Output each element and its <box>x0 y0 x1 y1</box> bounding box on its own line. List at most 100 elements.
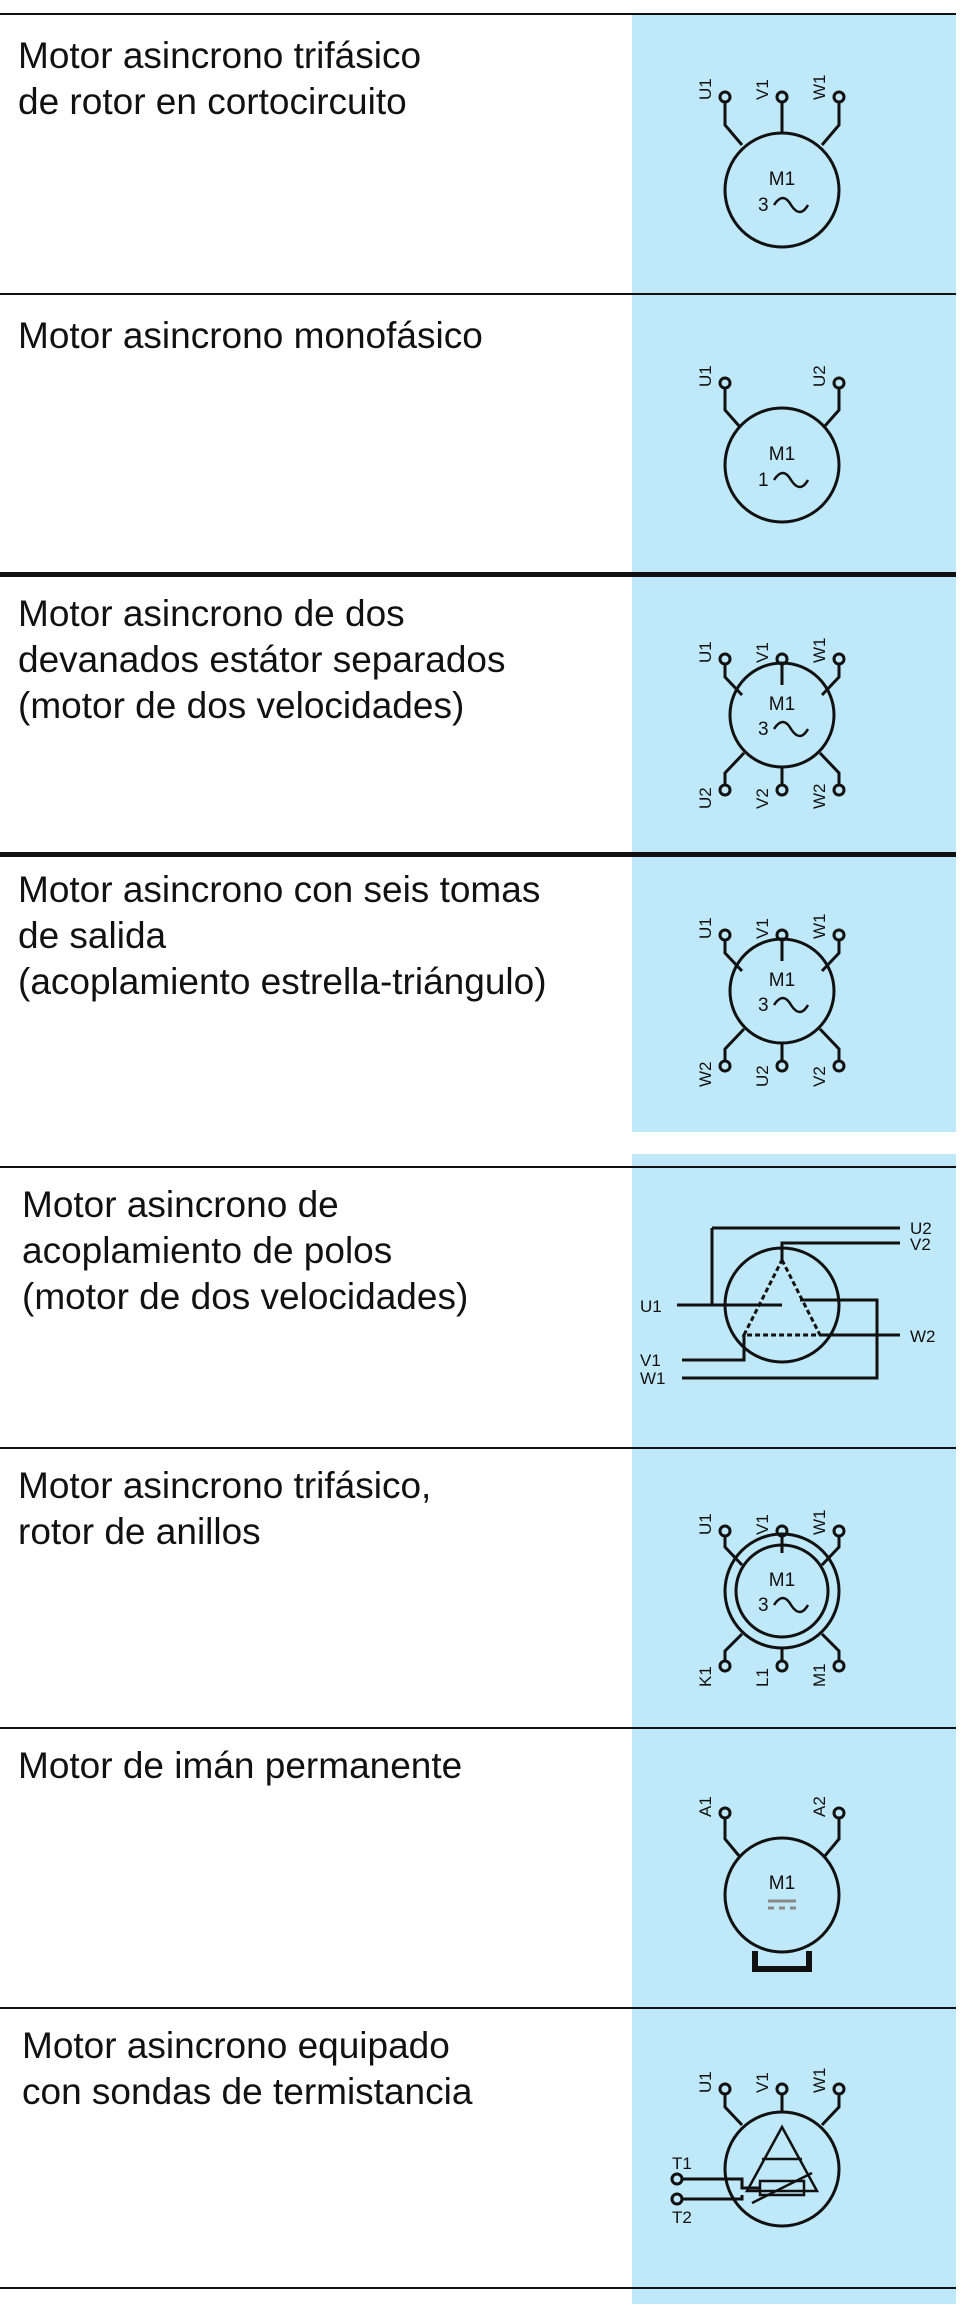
table-row: Motor asincrono trifásico de rotor en co… <box>0 15 956 293</box>
table-row: Motor asincrono monofásico U1 U2 M1 1 <box>0 295 956 572</box>
terminal-u1: U1 <box>696 2071 744 2127</box>
motor-phase: 3 <box>758 719 769 740</box>
table-row: Motor asincrono equipado con sondas de t… <box>0 2009 956 2287</box>
terminal-label: V2 <box>810 1066 829 1087</box>
terminal-v1: V1 <box>753 2072 789 2113</box>
terminal-v2: V2 <box>753 767 789 809</box>
probe-label: T1 <box>672 2154 692 2173</box>
terminal-label: V1 <box>753 918 772 939</box>
motor-name: M1 <box>769 1873 795 1894</box>
terminal-v2: V2 <box>810 1027 846 1087</box>
terminal-label: U1 <box>696 1513 715 1535</box>
terminal-label: V1 <box>753 2072 772 2093</box>
terminal-a2: A2 <box>810 1796 846 1858</box>
thermistor-motor-symbol: U1 V1 W1 T1 T2 <box>632 2009 956 2287</box>
terminal-label: U1 <box>696 2071 715 2093</box>
ac-wave-icon <box>772 720 810 738</box>
row-description: Motor de imán permanente <box>18 1745 463 1786</box>
terminal-label: V1 <box>753 79 772 100</box>
table-rule <box>0 1447 956 1449</box>
table-row: Motor asincrono con seis tomas de salida… <box>0 857 956 1133</box>
motor-symbol: U1 U2 M1 1 <box>632 295 956 572</box>
terminal-label: V1 <box>753 642 772 663</box>
table-rule <box>0 13 956 15</box>
terminal-label: V1 <box>753 1514 772 1535</box>
motor-circle <box>723 406 841 524</box>
terminal-label-w1: W1 <box>640 1369 666 1388</box>
terminal-label: U2 <box>810 365 829 387</box>
row-description: Motor asincrono trifásico, rotor de anil… <box>18 1465 432 1552</box>
terminal-label: U1 <box>696 78 715 100</box>
terminal-w2: W2 <box>810 751 846 810</box>
table-rule-thick <box>0 852 956 857</box>
row-description: Motor asincrono equipado con sondas de t… <box>22 2025 473 2112</box>
terminal-v1: V1 <box>753 1514 789 1553</box>
table-row: Motor asincrono trifásico, rotor de anil… <box>0 1449 956 1727</box>
terminal-label: U1 <box>696 365 715 387</box>
terminal-u1: U1 <box>696 641 744 697</box>
terminal-a1: A1 <box>696 1796 742 1858</box>
terminal-u2: U2 <box>696 751 746 809</box>
terminal-label: A1 <box>696 1796 715 1817</box>
terminal-k1: K1 <box>696 1632 744 1687</box>
row-description: Motor asincrono de dos devanados estátor… <box>18 593 506 726</box>
motor-phase: 1 <box>758 470 769 491</box>
terminal-u1: U1 <box>696 365 742 428</box>
terminal-v1: V1 <box>753 79 789 133</box>
terminal-label: A2 <box>810 1796 829 1817</box>
terminal-label: W1 <box>810 2068 829 2094</box>
probe-label: T2 <box>672 2208 692 2227</box>
row-description: Motor asincrono monofásico <box>18 315 483 356</box>
terminal-label-w2: W2 <box>910 1327 936 1346</box>
terminal-label: K1 <box>696 1666 715 1687</box>
terminal-u1: U1 <box>696 78 744 146</box>
motor-name: M1 <box>769 1570 795 1591</box>
ac-wave-icon <box>772 996 810 1014</box>
row-description: Motor asincrono trifásico de rotor en co… <box>18 35 422 122</box>
terminal-label: M1 <box>810 1663 829 1687</box>
motor-name: M1 <box>769 970 795 991</box>
terminal-label: U2 <box>753 1065 772 1087</box>
terminal-label: U1 <box>696 917 715 939</box>
terminal-label-u1: U1 <box>640 1297 662 1316</box>
ac-wave-icon <box>772 196 810 214</box>
terminal-label: L1 <box>753 1668 772 1687</box>
motor-name: M1 <box>769 444 795 465</box>
motor-symbol: U1 V1 W1 M1 3 <box>632 15 956 293</box>
terminal-label: W1 <box>810 1510 829 1536</box>
terminal-label: W2 <box>810 784 829 810</box>
terminal-u2: U2 <box>810 365 846 428</box>
table-rule <box>0 1727 956 1729</box>
terminal-label-v1: V1 <box>640 1351 661 1370</box>
terminal-label-v2: V2 <box>910 1235 931 1254</box>
motor-circle-inner <box>734 1543 830 1639</box>
terminal-label: W1 <box>810 914 829 940</box>
terminal-label: U2 <box>696 787 715 809</box>
motor-name: M1 <box>769 169 795 190</box>
motor-circle <box>723 2110 841 2228</box>
permanent-magnet-icon <box>752 1951 812 1972</box>
motor-phase: 3 <box>758 1595 769 1616</box>
probe-t2: T2 <box>670 2192 744 2227</box>
motor-symbol: A1 A2 M1 <box>632 1729 956 2007</box>
motor-symbol: U1 V1 W1 M1 3 K1 L1 <box>632 1449 956 1727</box>
terminal-label: W1 <box>810 638 829 664</box>
table-row: Motor asincrono de acoplamiento de polos… <box>0 1168 956 1447</box>
dc-symbol-icon <box>768 1899 796 1910</box>
delta-winding <box>741 1256 823 1337</box>
probe-t1: T1 <box>670 2154 760 2190</box>
motor-symbol: U1 V1 W1 M1 3 U2 V2 <box>632 577 956 852</box>
row-description: Motor asincrono de acoplamiento de polos… <box>22 1184 469 1317</box>
row-description: Motor asincrono con seis tomas de salida… <box>18 869 547 1002</box>
motor-circle <box>723 1836 841 1954</box>
table-rule-thick <box>0 572 956 577</box>
terminal-m1: M1 <box>810 1632 846 1687</box>
terminal-w1: W1 <box>810 2068 846 2127</box>
motor-circle <box>723 131 841 249</box>
ac-wave-icon <box>772 1596 810 1614</box>
thermistor-winding <box>744 2124 820 2193</box>
table-rule <box>0 2007 956 2009</box>
terminal-w1: W1 <box>810 1510 846 1567</box>
terminal-l1: L1 <box>753 1648 789 1687</box>
pole-changing-motor-symbol: U2 V2 U1 W2 V1 W1 <box>632 1168 956 1447</box>
